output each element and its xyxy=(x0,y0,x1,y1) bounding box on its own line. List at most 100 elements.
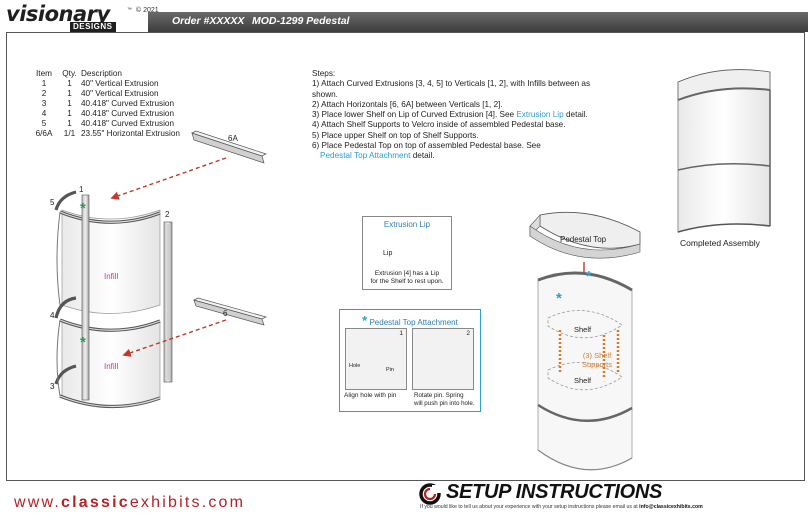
pedestal-top-attachment-detail: * Pedestal Top Attachment 1 Hole Pin 2 A… xyxy=(339,309,481,412)
steps-list: Steps: 1) Attach Curved Extrusions [3, 4… xyxy=(312,69,612,162)
infill-label-top: Infill xyxy=(104,272,119,281)
table-row: 5 1 40.418" Curved Extrusion xyxy=(30,119,180,129)
step-2: 2) Attach Horizontals [6, 6A] between Ve… xyxy=(312,99,503,109)
steps-title: Steps: xyxy=(312,69,336,78)
feedback-email[interactable]: info@classicexhibits.com xyxy=(639,504,703,510)
star-icon: * xyxy=(362,313,368,328)
shelf-label-lower: Shelf xyxy=(574,376,592,385)
footer-divider xyxy=(6,480,805,481)
part-qty: 1 xyxy=(67,89,72,98)
step-6-cont: Pedestal Top Attachment detail. xyxy=(312,151,612,161)
part-item: 2 xyxy=(41,89,47,98)
pta-panel-1: 1 Hole Pin xyxy=(345,328,407,390)
part-description: 40.418" Curved Extrusion xyxy=(81,119,175,128)
part-qty: 1 xyxy=(67,79,72,88)
horizontal-extrusion-6a xyxy=(191,130,267,164)
label-part-6: 6 xyxy=(223,309,228,318)
part-qty: 1 xyxy=(67,109,72,118)
website-www: www. xyxy=(14,494,62,511)
header-description: Description xyxy=(81,69,122,78)
pta-panel-2-number: 2 xyxy=(466,330,470,337)
classic-exhibits-logo-icon xyxy=(419,483,441,505)
step-5: 5) Place upper Shelf on top of Shelf Sup… xyxy=(312,130,479,140)
part-item: 6/6A xyxy=(35,129,53,138)
label-part-1: 1 xyxy=(79,185,84,194)
website-exhibits: exhibits xyxy=(129,494,202,511)
pta-panel-2: 2 xyxy=(412,328,474,390)
extrusion-lip-link[interactable]: Extrusion Lip xyxy=(516,110,564,120)
table-row: 4 1 40.418" Curved Extrusion xyxy=(30,109,180,119)
lip-caption-line-2: for the Shelf to rest upon. xyxy=(370,278,444,285)
part-qty: 1 xyxy=(67,119,72,128)
step-4: 4) Attach Shelf Supports to Velcro insid… xyxy=(312,120,566,130)
horizontal-extrusion-6 xyxy=(193,297,267,326)
part-description: 40" Vertical Extrusion xyxy=(81,79,159,88)
shelf-supports-line-2: Supports xyxy=(582,360,613,369)
arrow-6a xyxy=(110,157,227,200)
copyright: © 2021 xyxy=(136,7,159,14)
step-3-text: 3) Place lower Shelf on Lip of Curved Ex… xyxy=(312,110,517,120)
model-name: MOD-1299 Pedestal xyxy=(252,15,350,27)
lip-label: Lip xyxy=(383,250,393,257)
order-number: Order #XXXXX xyxy=(172,15,245,27)
setup-instructions-title: SETUP INSTRUCTIONS xyxy=(446,481,663,503)
header: visionary DESIGNS ™ © 2021 Order #XXXXX … xyxy=(0,0,808,34)
pta-caption-2-line-1: Rotate pin. Spring xyxy=(414,392,464,399)
pedestal-top-label: Pedestal Top xyxy=(560,235,607,244)
lip-detail-title: Extrusion Lip xyxy=(383,220,431,229)
part-item: 4 xyxy=(41,109,47,118)
step-1: 1) Attach Curved Extrusions [3, 4, 5] to… xyxy=(312,79,591,99)
header-item: Item xyxy=(36,69,52,78)
part-item: 3 xyxy=(41,99,47,108)
infill-label-bottom: Infill xyxy=(104,362,119,371)
hole-label: Hole xyxy=(349,363,361,369)
pta-caption-2: Rotate pin. Spring will push pin into ho… xyxy=(414,392,475,407)
vertical-extrusion-1 xyxy=(81,194,90,401)
pta-title: * Pedestal Top Attachment xyxy=(340,313,480,328)
part-item: 1 xyxy=(41,79,47,88)
lip-caption-line-1: Extrusion [4] has a Lip xyxy=(374,270,440,277)
pin-label: Pin xyxy=(386,367,394,373)
label-part-2: 2 xyxy=(165,210,170,219)
logo-trademark: ™ xyxy=(127,7,132,13)
website-tld: .com xyxy=(201,494,246,511)
part-item: 5 xyxy=(41,119,47,128)
star-marker-top-pin: * xyxy=(586,268,592,285)
pedestal-top-attachment-link[interactable]: Pedestal Top Attachment xyxy=(320,151,411,161)
infill-panel-top xyxy=(61,209,161,314)
website-classic: classic xyxy=(61,494,130,511)
header-bar xyxy=(148,12,808,32)
feedback-note: If you would like to tell us about your … xyxy=(420,504,703,510)
step-3: 3) Place lower Shelf on Lip of Curved Ex… xyxy=(312,110,612,120)
exploded-frame xyxy=(54,190,173,409)
completed-assembly-drawing xyxy=(677,69,771,233)
step-6: 6) Place Pedestal Top on top of assemble… xyxy=(312,141,541,151)
pta-caption-1: Align hole with pin xyxy=(344,392,397,399)
completed-assembly-label: Completed Assembly xyxy=(680,238,760,248)
step-6-suffix: detail. xyxy=(410,151,435,161)
shelf-supports-label: (3) Shelf Supports xyxy=(582,351,612,369)
header-qty: Qty. xyxy=(62,69,77,78)
visionary-designs-logo: visionary DESIGNS ™ xyxy=(6,2,132,32)
feedback-text: If you would like to tell us about your … xyxy=(420,504,640,510)
table-row: 1 1 40" Vertical Extrusion xyxy=(30,79,180,89)
part-description: 40.418" Curved Extrusion xyxy=(81,99,175,108)
part-description: 40.418" Curved Extrusion xyxy=(81,109,175,118)
label-part-4: 4 xyxy=(50,311,55,320)
website-url[interactable]: www.classicexhibits.com xyxy=(14,494,245,512)
label-part-5: 5 xyxy=(50,198,55,207)
shelf-label-upper: Shelf xyxy=(574,325,592,334)
part-qty: 1/1 xyxy=(63,129,76,138)
lip-caption: Extrusion [4] has a Lip for the Shelf to… xyxy=(363,270,451,286)
pta-panel-1-number: 1 xyxy=(399,330,403,337)
extrusion-lip-detail: Extrusion Lip Lip Extrusion [4] has a Li… xyxy=(362,216,452,290)
label-part-6a: 6A xyxy=(228,134,238,143)
pedestal-assembly xyxy=(529,211,641,471)
shelf-supports-line-1: (3) Shelf xyxy=(582,351,612,360)
